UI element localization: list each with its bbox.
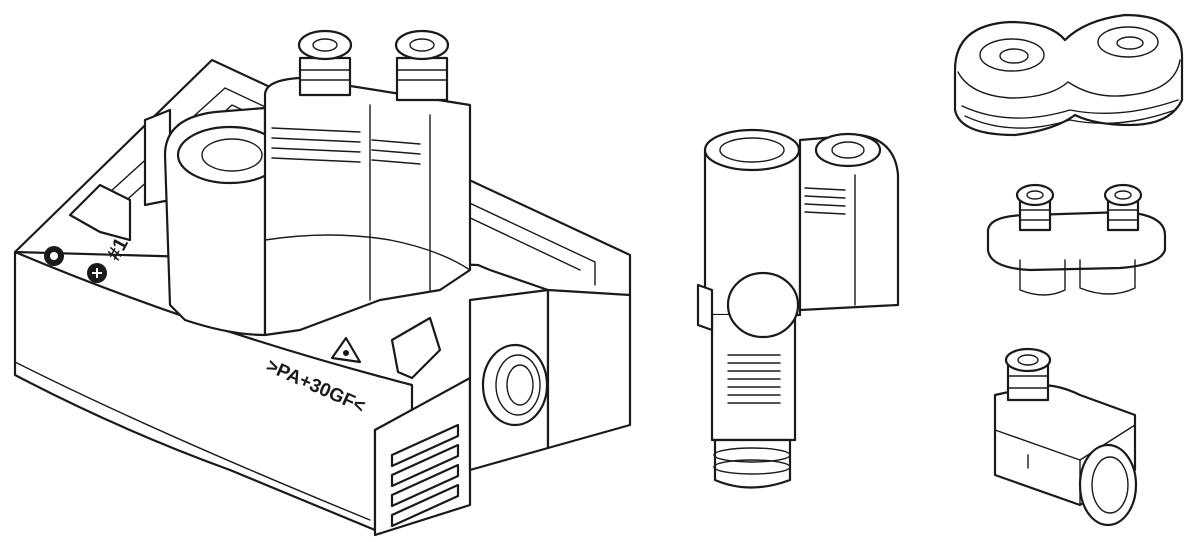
angle-connector-icon [993,347,1138,527]
twin-nipple-plate-icon [986,183,1167,296]
tall-elbow-connector-icon [696,128,900,489]
housing-block-icon: #1 >PA+30GF< [13,29,632,537]
bridge-plate-icon [953,13,1184,137]
